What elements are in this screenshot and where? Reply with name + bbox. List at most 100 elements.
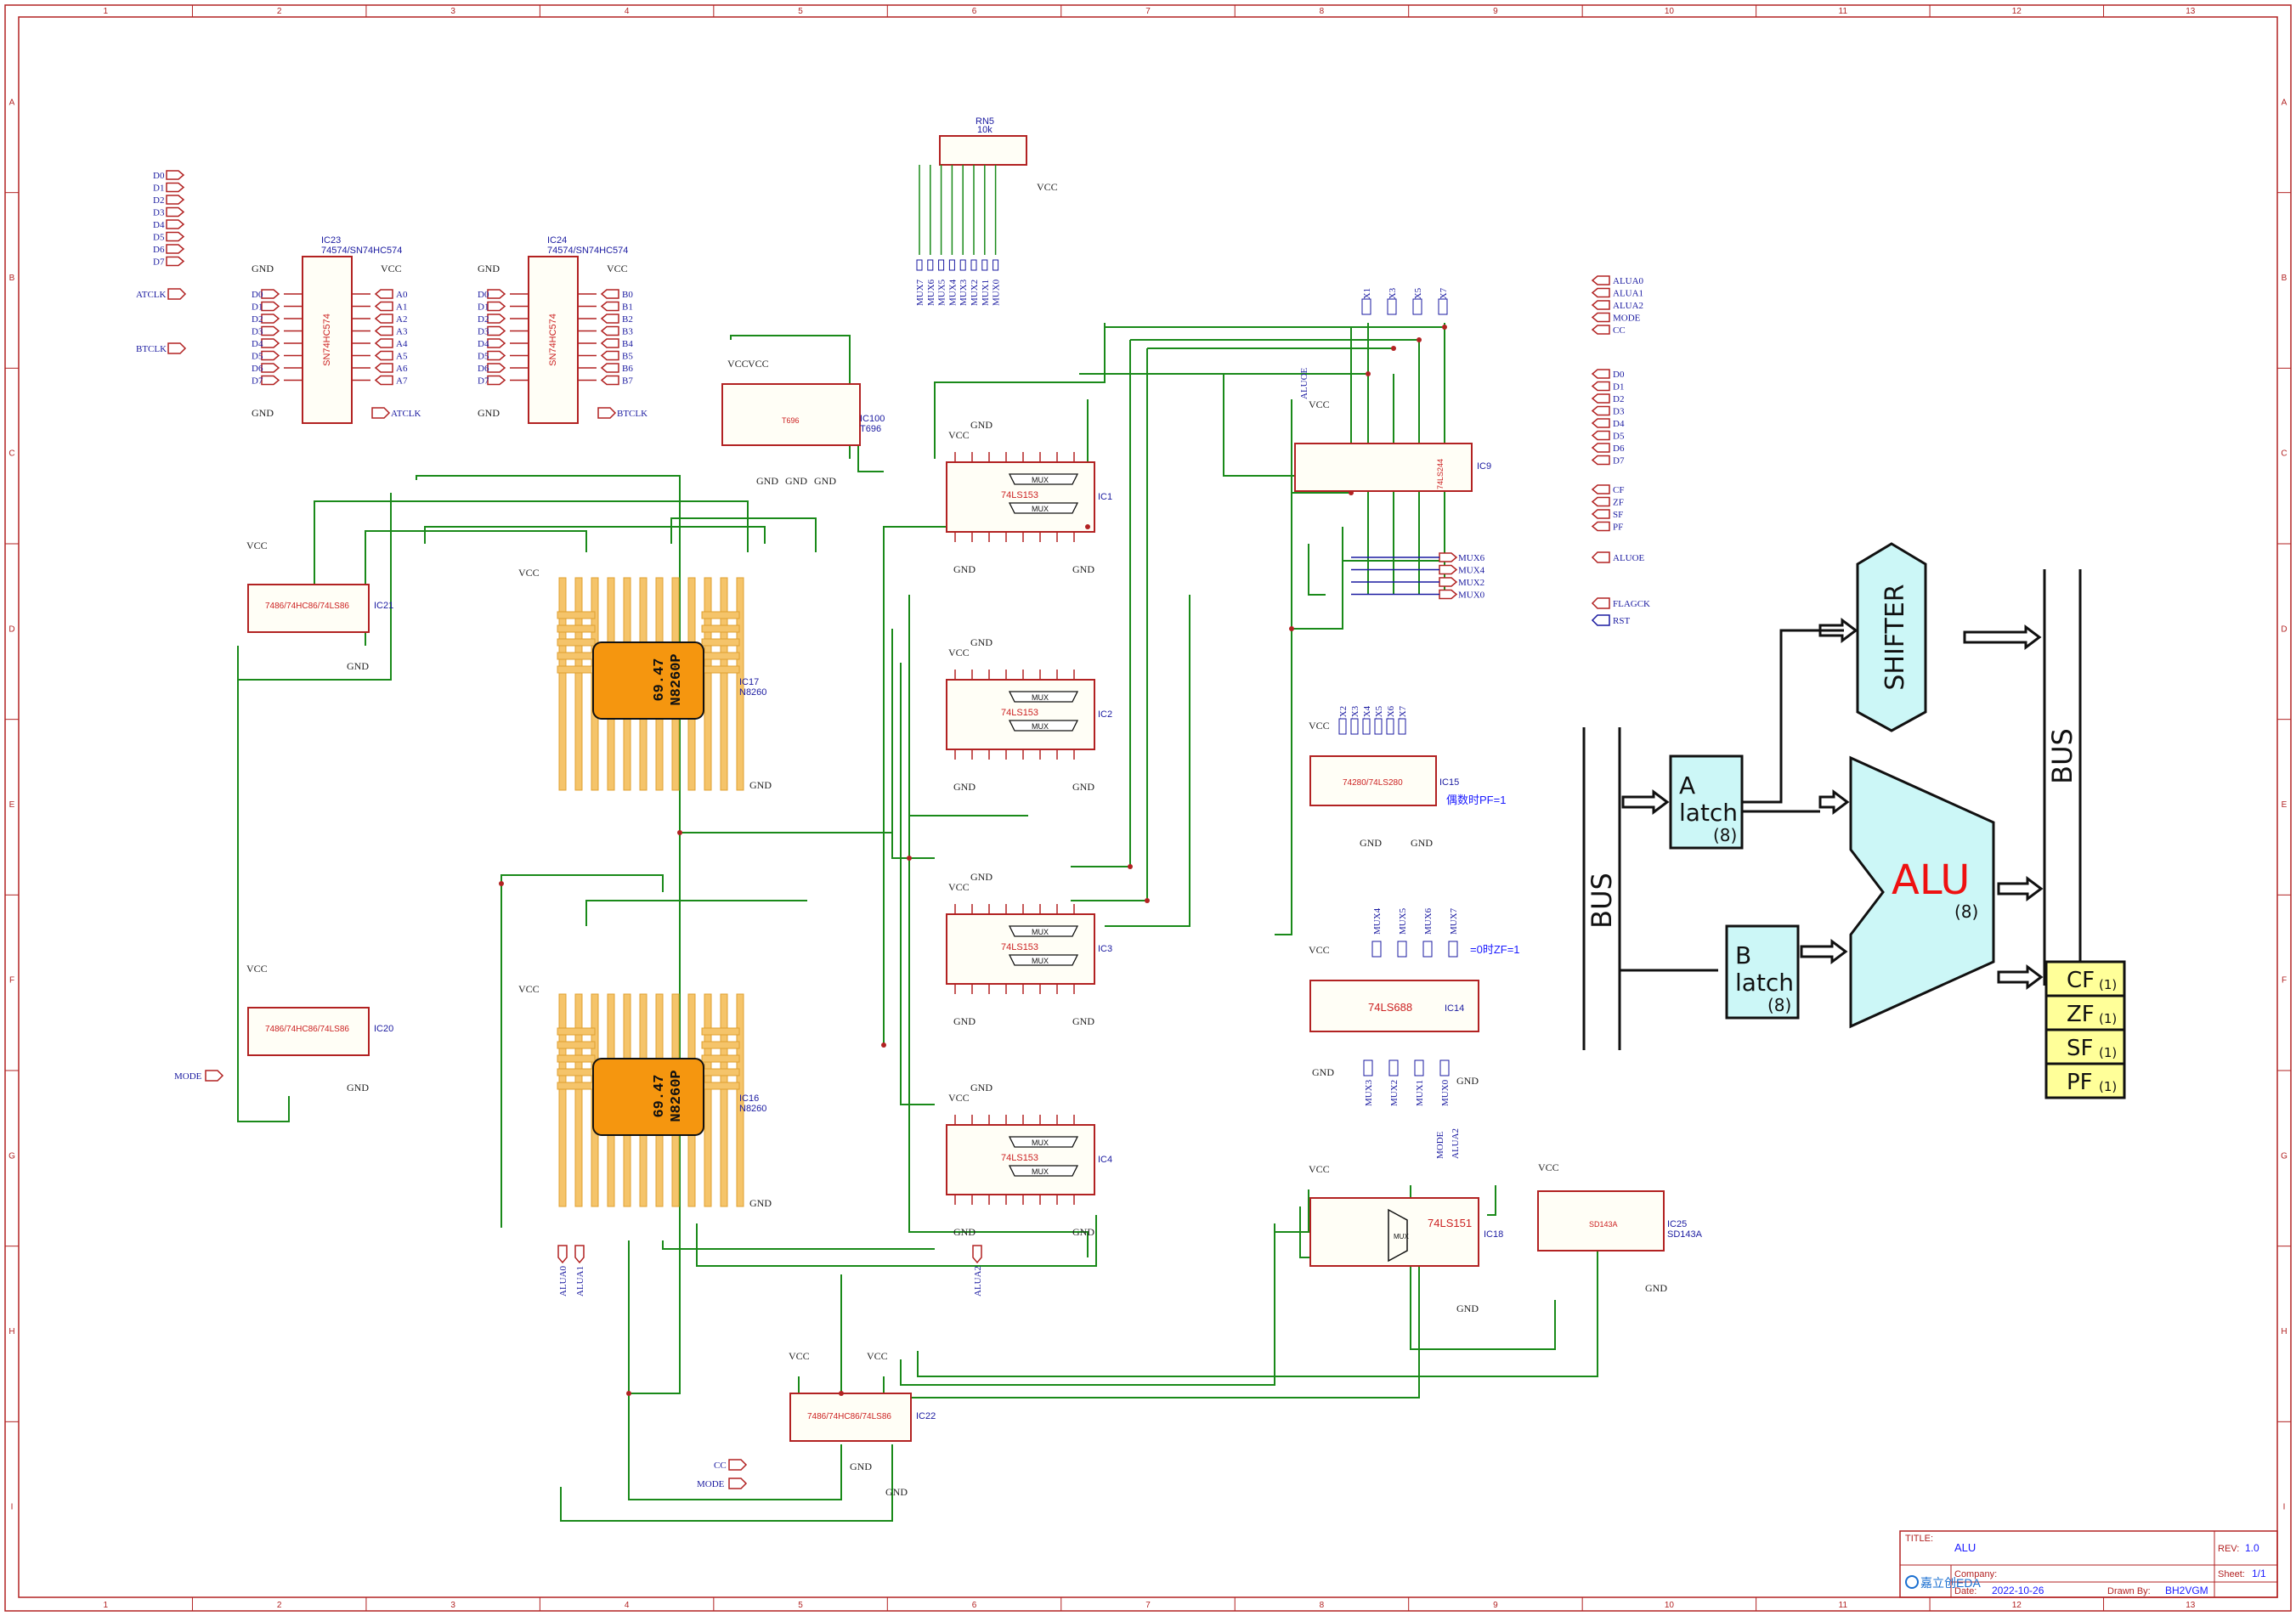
col-marker-top: 4 <box>625 7 630 16</box>
svg-text:PF: PF <box>1613 523 1623 533</box>
svg-text:A2: A2 <box>396 314 407 325</box>
svg-text:A5: A5 <box>396 352 408 362</box>
mux-chip-part: 74LS153 <box>1001 1153 1038 1163</box>
svg-text:D6: D6 <box>252 364 263 374</box>
row-marker-left: G <box>8 1151 15 1161</box>
shifter-label: SHIFTER <box>1880 584 1910 690</box>
d-bus-port: D6 <box>153 245 165 255</box>
svg-text:ALUA2: ALUA2 <box>973 1266 983 1297</box>
rst-port: RST <box>1591 614 1630 626</box>
svg-text:VCC: VCC <box>1538 1161 1559 1173</box>
ic22-xor: 7486/74HC86/74LS86 IC22 <box>789 1393 936 1442</box>
svg-text:D6: D6 <box>478 364 489 374</box>
sheet-label: Sheet: <box>2218 1569 2245 1579</box>
rev-label: REV: <box>2218 1544 2239 1554</box>
svg-text:ZF: ZF <box>1613 498 1624 508</box>
svg-text:GND: GND <box>749 779 772 791</box>
ic18-mux-symbol: MUX <box>1394 1233 1409 1240</box>
svg-text:GND: GND <box>1411 837 1433 849</box>
row-marker-right: A <box>2282 98 2288 107</box>
svg-text:MUX0: MUX0 <box>1458 590 1485 601</box>
svg-text:GND: GND <box>1072 563 1094 575</box>
ic25-sub: SD143A <box>1667 1229 1703 1240</box>
svg-text:A6: A6 <box>396 364 408 374</box>
col-marker-bottom: 9 <box>1493 1601 1498 1610</box>
col-marker-bottom: 2 <box>277 1601 282 1610</box>
col-marker-top: 13 <box>2186 7 2196 16</box>
row-marker-right: G <box>2281 1151 2288 1161</box>
ic24-part: 74574/SN74HC574 <box>547 246 628 256</box>
flagck-port-label: FLAGCK <box>1613 599 1650 609</box>
svg-text:MUX3: MUX3 <box>959 279 969 306</box>
ic25-flag-latch: SD143A IC25 SD143A <box>1537 1190 1703 1252</box>
svg-text:GND: GND <box>953 781 976 793</box>
ic21-ref: IC21 <box>374 601 393 611</box>
svg-text:A7: A7 <box>396 376 408 387</box>
sheet-value: 1/1 <box>2252 1568 2266 1579</box>
svg-text:(1): (1) <box>2099 1011 2117 1026</box>
ic17-alu-chip: 69.47 N8260P IC17 N8260 <box>557 577 766 791</box>
mux-symbol: MUX <box>1032 1167 1049 1176</box>
svg-text:GND: GND <box>252 407 274 419</box>
col-marker-bottom: 12 <box>2012 1601 2022 1610</box>
ic100-body: T696 <box>782 416 800 425</box>
svg-text:D0: D0 <box>252 290 263 300</box>
row-marker-left: D <box>8 624 14 634</box>
mode-port-bottom: MODE <box>697 1479 725 1489</box>
mode-label-left: MODE <box>174 1071 202 1082</box>
ic23-part: 74574/SN74HC574 <box>321 246 402 256</box>
svg-text:SF: SF <box>1613 510 1623 520</box>
svg-text:VCC: VCC <box>867 1350 888 1362</box>
svg-text:D6: D6 <box>1613 444 1625 454</box>
company-label: Company: <box>1954 1569 1997 1579</box>
row-marker-right: H <box>2281 1327 2287 1336</box>
svg-text:GND: GND <box>953 1226 976 1238</box>
svg-text:D0: D0 <box>478 290 489 300</box>
svg-text:GND: GND <box>478 407 500 419</box>
bus-left-label: BUS <box>1586 873 1618 929</box>
mux-symbol: MUX <box>1032 505 1049 513</box>
ic20-ref: IC20 <box>374 1024 393 1034</box>
svg-text:VCC: VCC <box>1309 944 1330 956</box>
svg-text:VCC: VCC <box>1309 398 1330 410</box>
row-marker-right: E <box>2282 800 2288 810</box>
svg-text:VCC: VCC <box>948 1092 970 1104</box>
ic25-ref: IC25 <box>1667 1219 1687 1229</box>
eda-logo-text: 嘉立创EDA <box>1920 1576 1981 1590</box>
svg-text:SF: SF <box>2067 1036 2093 1061</box>
svg-text:D5: D5 <box>1613 432 1625 442</box>
ic14-part: 74LS688 <box>1368 1001 1412 1014</box>
svg-text:D3: D3 <box>1613 407 1625 417</box>
svg-text:VCC: VCC <box>381 263 402 274</box>
mux-symbol: MUX <box>1032 957 1049 965</box>
ic23-clk-net: ATCLK <box>391 409 421 419</box>
ic100-ref: IC100 <box>860 414 885 424</box>
col-marker-top: 5 <box>798 7 803 16</box>
rev-value: 1.0 <box>2245 1542 2259 1554</box>
eda-logo-icon <box>1905 1575 1919 1589</box>
svg-text:VCC: VCC <box>246 963 268 975</box>
col-marker-bottom: 7 <box>1145 1601 1151 1610</box>
svg-text:GND: GND <box>1645 1282 1667 1294</box>
a-latch-block <box>1669 754 1744 850</box>
svg-text:MUX5: MUX5 <box>937 279 947 306</box>
mode-port-left: MODE <box>174 1070 224 1082</box>
svg-text:VCC: VCC <box>1309 720 1330 732</box>
alu-bits: (8) <box>1954 901 1978 922</box>
svg-text:B1: B1 <box>622 302 633 313</box>
svg-text:VCC: VCC <box>518 567 540 579</box>
ic14-ref: IC14 <box>1445 1003 1464 1014</box>
col-marker-bottom: 13 <box>2186 1601 2196 1610</box>
col-marker-top: 9 <box>1493 7 1498 16</box>
flag-register-blocks: CF(1)ZF(1)SF(1)PF(1) <box>2044 960 2126 1099</box>
svg-text:D5: D5 <box>478 352 489 362</box>
svg-text:MUX0: MUX0 <box>992 279 1002 306</box>
svg-text:GND: GND <box>850 1461 872 1472</box>
ic100-carry-chip: T696 IC100 T696 <box>721 383 885 446</box>
svg-text:VCC: VCC <box>948 647 970 658</box>
